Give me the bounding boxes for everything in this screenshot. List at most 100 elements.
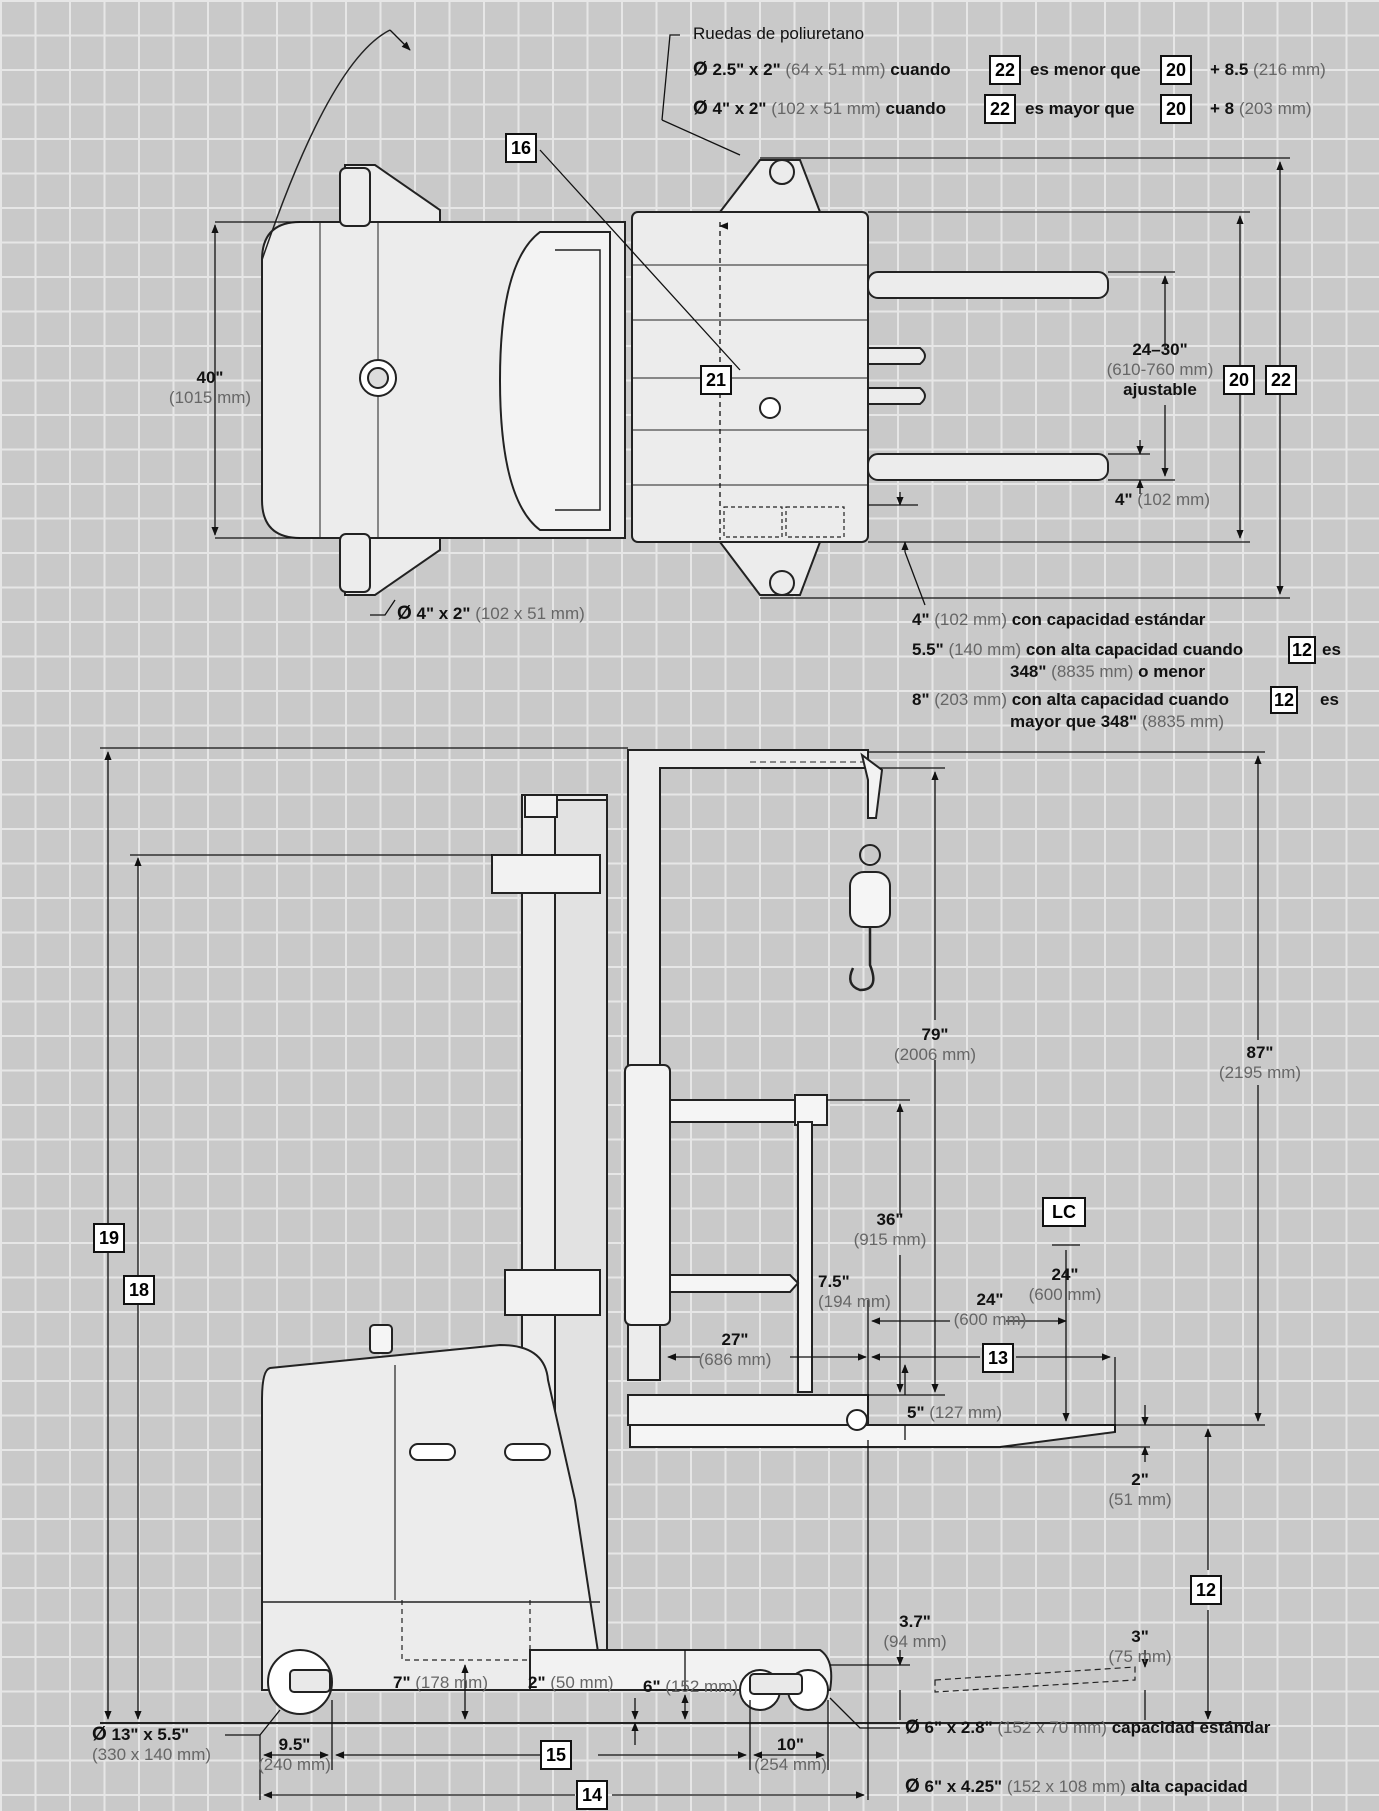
wheel-text: alta capacidad xyxy=(1130,1777,1248,1796)
ref-box-12: 12 xyxy=(1288,636,1316,664)
dim-value: 24" xyxy=(1051,1265,1079,1284)
wheel-spec-line-1: Ø 2.5" x 2" (64 x 51 mm) cuando xyxy=(693,60,951,80)
dim-width: 40" (1015 mm) xyxy=(150,368,270,408)
dim-metric: (1015 mm) xyxy=(168,388,252,407)
dim-value: 7" xyxy=(393,1673,411,1692)
dim-metric: (102 mm) xyxy=(934,610,1007,629)
dim-fork-width: 4" (102 mm) xyxy=(1115,490,1210,510)
dim-metric: (75 mm) xyxy=(1108,1647,1172,1666)
ref-box-19: 19 xyxy=(93,1223,125,1253)
diameter-symbol: Ø xyxy=(905,1776,920,1797)
wheel-metric: (152 x 108 mm) xyxy=(1006,1777,1126,1796)
add-value: + 8 xyxy=(1210,99,1235,118)
dim-metric: (600 mm) xyxy=(1028,1285,1102,1304)
add-metric: (216 mm) xyxy=(1253,60,1326,79)
caster-metric: (102 x 51 mm) xyxy=(475,604,585,623)
wheel-metric: (102 x 51 mm) xyxy=(771,99,881,118)
dim-metric: (2195 mm) xyxy=(1218,1063,1302,1082)
wheels-title: Ruedas de poliuretano xyxy=(693,24,865,43)
ref-box-22: 22 xyxy=(989,55,1021,85)
wheel-text: capacidad estándar xyxy=(1111,1718,1271,1737)
wheel-compare-2: es mayor que xyxy=(1025,99,1135,118)
dim-7: 7" (178 mm) xyxy=(393,1673,488,1693)
dim-value: 79" xyxy=(921,1025,949,1044)
caster-spec: Ø 4" x 2" (102 x 51 mm) xyxy=(397,604,585,624)
high-capacity-note-2-line2: mayor que 348" (8835 mm) xyxy=(1010,712,1224,732)
high-capacity-note-1: 5.5" (140 mm) con alta capacidad cuando xyxy=(912,640,1243,660)
dim-value: 6" xyxy=(643,1677,661,1696)
dim-2-platform: 2" (50 mm) xyxy=(528,1673,614,1693)
wheel-size: 2.5" x 2" xyxy=(712,60,781,79)
dim-value: 5" xyxy=(907,1403,925,1422)
wheel-size: 6" x 2.8" xyxy=(924,1718,993,1737)
dim-87: 87" (2195 mm) xyxy=(1195,1043,1325,1083)
dim-9-5: 9.5" (240 mm) xyxy=(252,1735,337,1775)
side-view-truck xyxy=(100,749,1250,1724)
dim-value: 3.7" xyxy=(899,1612,931,1631)
dim-metric: (178 mm) xyxy=(415,1673,488,1692)
ref-box-12: 12 xyxy=(1190,1575,1222,1605)
dim-metric: (2006 mm) xyxy=(893,1045,977,1064)
note-tail: es xyxy=(1322,640,1341,659)
dim-metric: (8835 mm) xyxy=(1141,712,1225,731)
high-capacity-note-2: 8" (203 mm) con alta capacidad cuando xyxy=(912,690,1229,710)
dim-10: 10" (254 mm) xyxy=(748,1735,833,1775)
dim-value: 40" xyxy=(196,368,224,387)
ref-box-14: 14 xyxy=(576,1780,608,1810)
dim-metric: (140 mm) xyxy=(948,640,1022,659)
dim-value: 24" xyxy=(976,1290,1004,1309)
ref-box-12: 12 xyxy=(1270,686,1298,714)
dim-metric: (203 mm) xyxy=(934,690,1007,709)
drive-wheel-spec: Ø 13" x 5.5" xyxy=(92,1725,189,1745)
dim-value: 2" xyxy=(1131,1470,1149,1489)
dim-value: 5.5" xyxy=(912,640,944,659)
wheel-add-1: + 8.5 (216 mm) xyxy=(1210,60,1326,80)
caster-size: 4" x 2" xyxy=(416,604,471,623)
add-value: + 8.5 xyxy=(1210,60,1249,79)
load-wheel-std-spec: Ø 6" x 2.8" (152 x 70 mm) capacidad está… xyxy=(905,1718,1270,1738)
dim-3: 3" (75 mm) xyxy=(1100,1627,1180,1667)
note-text: con capacidad estándar xyxy=(1011,610,1206,629)
dim-27: 27" (686 mm) xyxy=(685,1330,785,1370)
dim-note: ajustable xyxy=(1123,380,1197,399)
dim-2-fork: 2" (51 mm) xyxy=(1090,1470,1190,1510)
wheel-size: 13" x 5.5" xyxy=(111,1725,190,1744)
dim-metric: (686 mm) xyxy=(698,1350,772,1369)
note-text: o menor xyxy=(1138,662,1206,681)
wheel-metric: (64 x 51 mm) xyxy=(785,60,886,79)
dim-value: 8" xyxy=(912,690,930,709)
diameter-symbol: Ø xyxy=(693,59,708,80)
dim-value: 3" xyxy=(1131,1627,1149,1646)
dim-metric: (254 mm) xyxy=(754,1755,827,1774)
dim-value: 348" xyxy=(1010,662,1047,681)
ref-box-22: 22 xyxy=(984,94,1016,124)
note-tail: es xyxy=(1320,690,1339,709)
dim-24-load-center: 24" (600 mm) xyxy=(1015,1265,1115,1305)
wheel-spec-line-2: Ø 4" x 2" (102 x 51 mm) cuando xyxy=(693,99,946,119)
dim-value: 24–30" xyxy=(1132,340,1188,359)
diameter-symbol: Ø xyxy=(693,98,708,119)
dim-24-fork: 24" (600 mm) xyxy=(940,1290,1040,1330)
top-view-truck xyxy=(261,29,1109,596)
ref-box-16: 16 xyxy=(505,133,537,163)
ref-box-21: 21 xyxy=(700,365,732,395)
dim-metric: (50 mm) xyxy=(550,1673,614,1692)
wheel-cuando: cuando xyxy=(885,99,946,118)
std-capacity-note: 4" (102 mm) con capacidad estándar xyxy=(912,610,1205,630)
dim-79: 79" (2006 mm) xyxy=(870,1025,1000,1065)
wheel-size: 4" x 2" xyxy=(712,99,767,118)
dim-metric: (194 mm) xyxy=(818,1292,891,1311)
dim-metric: (152 mm) xyxy=(665,1677,738,1696)
ref-box-22: 22 xyxy=(1265,365,1297,395)
dim-metric: (610-760 mm) xyxy=(1106,360,1214,379)
dim-metric: (94 mm) xyxy=(883,1632,947,1651)
diameter-symbol: Ø xyxy=(92,1724,107,1745)
dim-metric: (600 mm) xyxy=(953,1310,1027,1329)
dim-value: 27" xyxy=(721,1330,749,1349)
wheel-cuando: cuando xyxy=(890,60,951,79)
dim-5: 5" (127 mm) xyxy=(907,1403,1002,1423)
top-view-dimensions xyxy=(211,29,1290,616)
diameter-symbol: Ø xyxy=(905,1717,920,1738)
note-text: con alta capacidad cuando xyxy=(1025,640,1244,659)
